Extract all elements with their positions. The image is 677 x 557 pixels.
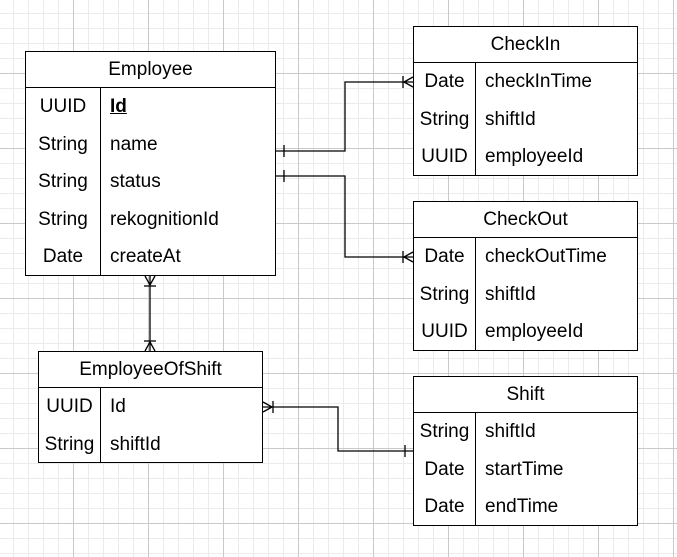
entity-title: CheckIn bbox=[414, 27, 637, 63]
entity-employee[interactable]: Employee UUID Id String name String stat… bbox=[25, 51, 276, 276]
entity-attributes: UUID Id String name String status String… bbox=[26, 88, 275, 276]
attribute-type: UUID bbox=[46, 396, 93, 417]
attribute-name: status bbox=[110, 171, 161, 192]
attribute-type: UUID bbox=[39, 96, 87, 117]
entity-title: EmployeeOfShift bbox=[39, 352, 262, 388]
attribute-row[interactable]: String shiftId bbox=[39, 426, 262, 464]
attribute-row[interactable]: Date checkOutTime bbox=[414, 238, 637, 276]
relationship-employee-employeeofshift-marker-many bbox=[144, 275, 151, 286]
relationship-employee-checkout-line bbox=[276, 175, 413, 258]
attribute-type: String bbox=[38, 208, 88, 230]
attribute-row[interactable]: UUID Id bbox=[26, 88, 275, 126]
entity-attributes: UUID Id String shiftId bbox=[39, 388, 262, 463]
entity-shift[interactable]: Shift String shiftId Date startTime Date… bbox=[413, 376, 638, 526]
attribute-name: rekognitionId bbox=[110, 208, 219, 230]
relationship-employee-employeeofshift-marker-many bbox=[144, 341, 151, 352]
relationship-employee-employeeofshift-marker-many bbox=[149, 275, 156, 286]
entity-attributes: Date checkOutTime String shiftId UUID em… bbox=[414, 238, 637, 351]
entity-title: CheckOut bbox=[414, 202, 637, 238]
attribute-row[interactable]: String name bbox=[26, 126, 275, 164]
entity-checkin[interactable]: CheckIn Date checkInTime String shiftId … bbox=[413, 26, 638, 176]
attribute-name: shiftId bbox=[485, 283, 536, 305]
relationship-employeeofshift-shift-line bbox=[263, 406, 413, 452]
attribute-name: shiftId bbox=[110, 433, 161, 455]
entity-attributes: String shiftId Date startTime Date endTi… bbox=[414, 413, 637, 526]
attribute-name: shiftId bbox=[485, 108, 536, 130]
entity-checkout[interactable]: CheckOut Date checkOutTime String shiftI… bbox=[413, 201, 638, 351]
attribute-type: Date bbox=[424, 71, 465, 92]
attribute-type: Date bbox=[424, 246, 465, 267]
attribute-row[interactable]: UUID employeeId bbox=[414, 138, 637, 176]
attribute-type: Date bbox=[424, 496, 465, 517]
attribute-name: checkInTime bbox=[485, 71, 592, 92]
relationship-employee-checkin-line bbox=[276, 81, 413, 152]
attribute-type: UUID bbox=[421, 321, 468, 342]
attribute-type: String bbox=[419, 421, 470, 442]
relationship-employee-checkout-marker-many bbox=[403, 251, 414, 258]
relationship-employeeofshift-shift-marker-many bbox=[262, 401, 273, 408]
attribute-name: createAt bbox=[110, 246, 181, 267]
entity-title: Employee bbox=[26, 52, 275, 88]
attribute-name: Id bbox=[110, 96, 127, 117]
entity-attributes: Date checkInTime String shiftId UUID emp… bbox=[414, 63, 637, 176]
attribute-name: name bbox=[110, 133, 158, 155]
attribute-row[interactable]: UUID Id bbox=[39, 388, 262, 426]
attribute-name: shiftId bbox=[485, 421, 536, 442]
attribute-row[interactable]: Date startTime bbox=[414, 451, 637, 489]
attribute-type: UUID bbox=[421, 146, 468, 167]
attribute-type: String bbox=[419, 283, 470, 305]
attribute-row[interactable]: Date checkInTime bbox=[414, 63, 637, 101]
attribute-name: startTime bbox=[485, 458, 564, 480]
attribute-type: String bbox=[38, 171, 88, 192]
attribute-type: String bbox=[419, 108, 470, 130]
entity-employeeofshift[interactable]: EmployeeOfShift UUID Id String shiftId bbox=[38, 351, 263, 463]
relationship-employee-checkin-marker-many bbox=[403, 81, 414, 88]
attribute-row[interactable]: String shiftId bbox=[414, 413, 637, 451]
attribute-name: checkOutTime bbox=[485, 246, 607, 267]
attribute-type: String bbox=[44, 433, 95, 455]
attribute-name: employeeId bbox=[485, 146, 584, 167]
attribute-name: Id bbox=[110, 396, 126, 417]
entity-title: Shift bbox=[414, 377, 637, 413]
attribute-type: Date bbox=[424, 458, 465, 480]
attribute-row[interactable]: String rekognitionId bbox=[26, 201, 275, 239]
relationship-employee-checkout-marker-many bbox=[403, 256, 414, 263]
attribute-name: employeeId bbox=[485, 321, 584, 342]
attribute-row[interactable]: String shiftId bbox=[414, 101, 637, 139]
attribute-row[interactable]: Date endTime bbox=[414, 488, 637, 526]
attribute-name: endTime bbox=[485, 496, 559, 517]
relationship-employee-checkin-marker-many bbox=[403, 76, 414, 83]
attribute-row[interactable]: UUID employeeId bbox=[414, 313, 637, 351]
attribute-row[interactable]: Date createAt bbox=[26, 238, 275, 276]
attribute-row[interactable]: String shiftId bbox=[414, 276, 637, 314]
attribute-type: Date bbox=[42, 246, 84, 267]
attribute-type: String bbox=[38, 133, 88, 155]
relationship-employee-employeeofshift-marker-many bbox=[149, 341, 156, 352]
attribute-row[interactable]: String status bbox=[26, 163, 275, 201]
relationship-employeeofshift-shift-marker-many bbox=[262, 406, 273, 413]
